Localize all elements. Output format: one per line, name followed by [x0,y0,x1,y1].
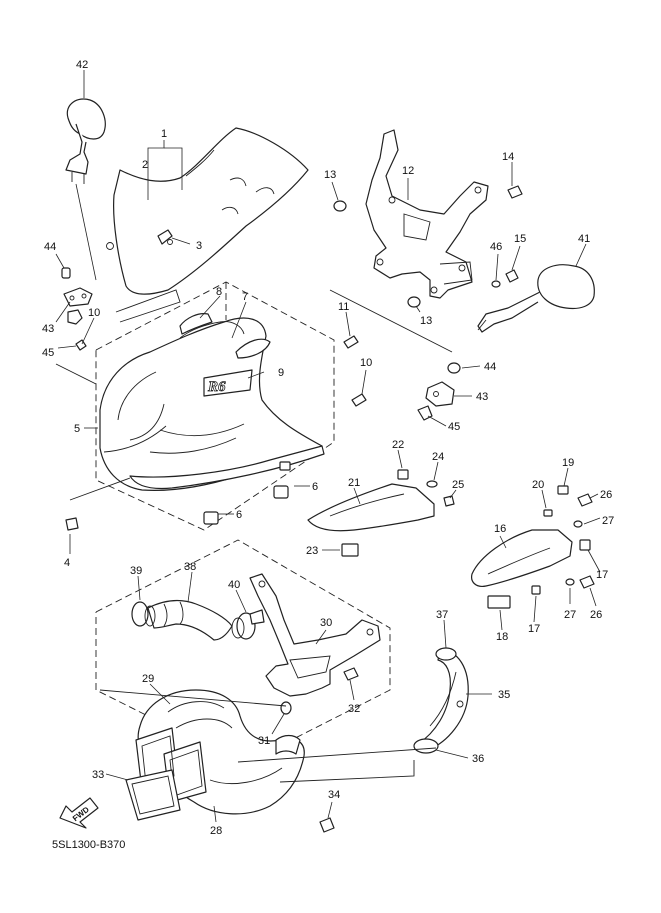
callout-9: 9 [278,367,284,379]
callout-31: 31 [258,735,270,747]
callout-43-a: 43 [42,323,54,335]
callout-16: 16 [494,523,506,535]
forward-arrow-icon: FWD [59,797,99,829]
callout-42: 42 [76,59,88,71]
callout-2: 2 [142,159,148,171]
callout-13-b: 13 [420,315,432,327]
leader-lines [55,70,601,823]
right-mirror-part [477,264,595,333]
nut-part-4 [65,517,79,531]
cowling-bracket-part-30 [249,573,381,697]
callout-32: 32 [348,703,360,715]
windscreen-part [106,127,309,295]
callout-20: 20 [532,479,544,491]
callout-28: 28 [210,825,222,837]
stay-hardware [333,185,523,308]
callout-6-a: 6 [312,481,318,493]
callout-39: 39 [130,565,142,577]
callout-7: 7 [242,291,248,303]
collar-part-31 [280,701,292,715]
callout-33: 33 [92,769,104,781]
callout-14: 14 [502,151,514,163]
callout-44-b: 44 [484,361,496,373]
r6-logo-text: R6 [207,379,226,395]
callout-10-a: 10 [88,307,100,319]
callout-21: 21 [348,477,360,489]
callout-12: 12 [402,165,414,177]
callout-29: 29 [142,673,154,685]
callout-27-b: 27 [564,609,576,621]
upper-cowling-assembly-outline [95,281,335,531]
callout-17-b: 17 [528,623,540,635]
callout-23: 23 [306,545,318,557]
callout-34: 34 [328,789,340,801]
callout-45-a: 45 [42,347,54,359]
callout-26-a: 26 [600,489,612,501]
duct-assembly-outline [95,539,391,765]
inner-panel-part-16 [471,485,595,609]
assembly-lines [55,289,453,783]
callout-18: 18 [496,631,508,643]
callout-6-b: 6 [236,509,242,521]
callout-27-a: 27 [602,515,614,527]
callout-38: 38 [184,561,196,573]
callout-37: 37 [436,609,448,621]
callout-15: 15 [514,233,526,245]
right-mirror-hardware [417,362,461,421]
callout-13-a: 13 [324,169,336,181]
diagram-code: 5SL1300-B370 [52,839,125,851]
left-mirror-hardware [61,267,93,351]
upper-cowling-part: R6 [99,313,325,491]
callout-22: 22 [392,439,404,451]
callout-46: 46 [490,241,502,253]
callout-11: 11 [338,301,349,313]
callout-30: 30 [320,617,332,629]
intake-duct-part-28-29 [125,689,335,833]
left-mirror-part [65,98,106,184]
callout-8: 8 [216,286,222,298]
screw-part-3 [157,229,191,245]
callout-36: 36 [472,753,484,765]
callout-19: 19 [562,457,574,469]
callout-5: 5 [74,423,80,435]
callout-numbers: 1 2 3 4 5 6 6 7 8 9 10 10 11 12 13 13 14… [42,59,614,837]
callout-35: 35 [498,689,510,701]
callout-4: 4 [64,557,70,569]
side-duct-part-35 [413,647,469,754]
callout-45-b: 45 [448,421,460,433]
inner-panel-part-21 [307,469,455,557]
callout-25: 25 [452,479,464,491]
callout-3: 3 [196,240,202,252]
air-duct-part-38 [131,599,265,641]
callout-43-b: 43 [476,391,488,403]
callout-40: 40 [228,579,240,591]
callout-41: 41 [578,233,590,245]
callout-1: 1 [161,128,167,140]
callout-17-a: 17 [596,569,608,581]
cowling-clips-part-6 [203,461,291,525]
cowling-screws [343,335,367,407]
cowling-stay-part-12 [365,129,489,299]
callout-44-a: 44 [44,241,56,253]
callout-10-b: 10 [360,357,372,369]
callout-26-b: 26 [590,609,602,621]
callout-24: 24 [432,451,444,463]
